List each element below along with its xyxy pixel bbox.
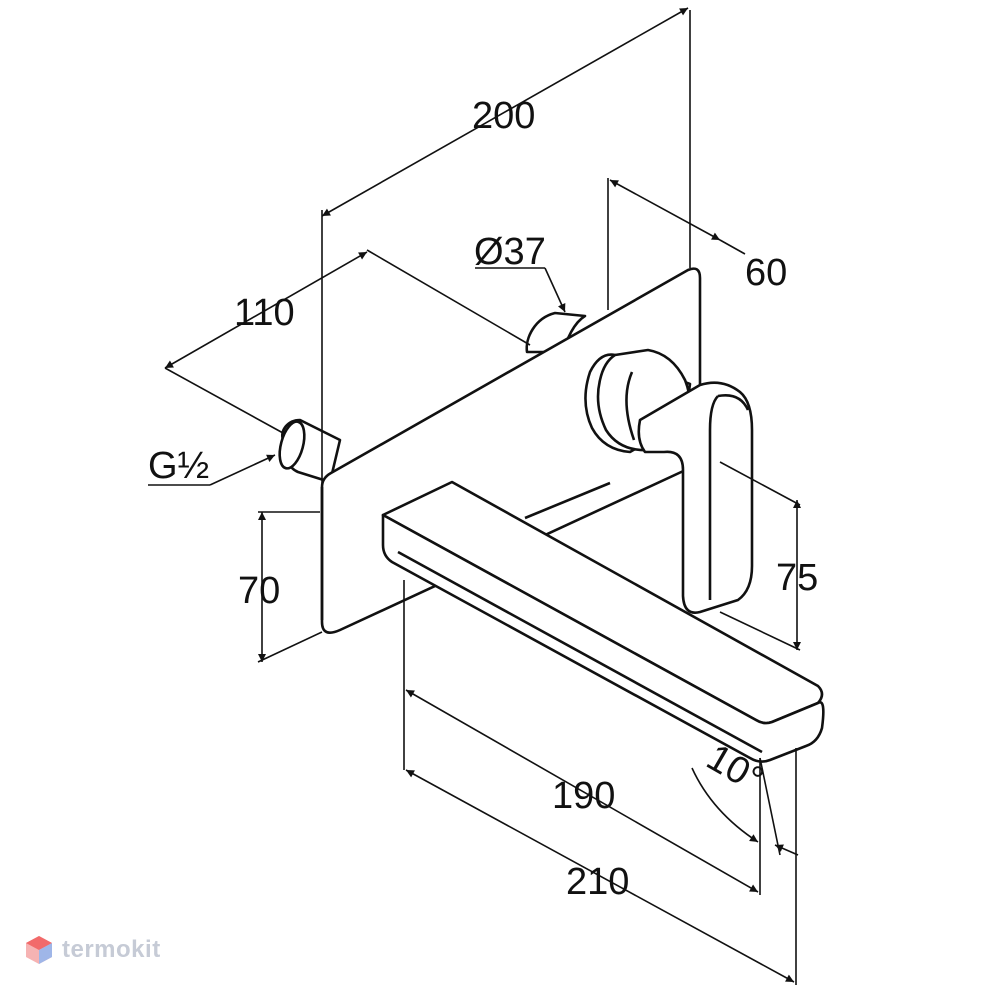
watermark-logo: termokit xyxy=(24,934,161,966)
dim-190-label: 190 xyxy=(552,775,615,817)
dim-70-label: 70 xyxy=(238,570,280,612)
watermark-text: termokit xyxy=(62,936,161,963)
dim-110-line xyxy=(164,251,368,369)
dim-60-label: 60 xyxy=(745,252,787,294)
dim-37-label: Ø37 xyxy=(474,231,546,273)
dim-75-label: 75 xyxy=(776,557,818,599)
dim-60-line xyxy=(609,179,721,241)
dimension-labels: 200 60 Ø37 110 G½ 70 75 190 210 10° xyxy=(148,95,818,903)
faucet-body xyxy=(278,267,825,763)
cube-icon xyxy=(26,936,52,964)
mixer-ring xyxy=(625,371,636,441)
dim-200-line xyxy=(321,7,689,217)
dim-g12-leader xyxy=(209,454,276,486)
dim-g12-label: G½ xyxy=(148,445,209,487)
spout-stem xyxy=(524,481,611,520)
dim-210-label: 210 xyxy=(566,861,629,903)
dim-angle-arc xyxy=(691,767,759,843)
dim-200-label: 200 xyxy=(472,95,535,137)
lever-face xyxy=(708,394,750,600)
spout-front xyxy=(381,513,825,763)
lever-handle xyxy=(637,381,754,614)
dim-210-line xyxy=(405,769,795,983)
dimension-lines xyxy=(164,7,801,983)
dim-110-label: 110 xyxy=(234,292,295,334)
inlet-pipe-end xyxy=(278,420,306,470)
spout-top xyxy=(381,480,824,725)
